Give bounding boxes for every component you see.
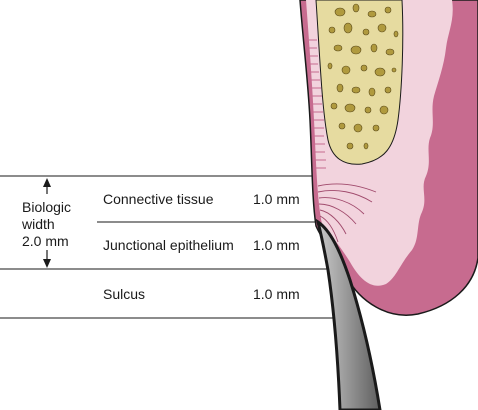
bone-pores	[327, 3, 399, 150]
biologic-width-arrow-down	[43, 250, 51, 268]
zone-label-connective-tissue: Connective tissue	[103, 191, 214, 207]
zone-value-junctional-epithelium: 1.0 mm	[253, 237, 300, 253]
zone-label-junctional-epithelium: Junctional epithelium	[103, 237, 234, 253]
biologic-width-label-line2: width	[22, 216, 55, 232]
biologic-width-arrow-up	[43, 178, 51, 194]
alveolar-bone	[315, 0, 404, 165]
tooth-crown	[315, 218, 382, 410]
biologic-width-label-line3: 2.0 mm	[22, 233, 69, 249]
zone-value-connective-tissue: 1.0 mm	[253, 191, 300, 207]
biologic-width-label-line1: Biologic	[22, 199, 72, 215]
connective-tissue-fibers	[317, 183, 377, 243]
zone-label-sulcus: Sulcus	[103, 286, 146, 302]
zone-value-sulcus: 1.0 mm	[253, 286, 300, 302]
periodontal-ligament	[309, 39, 326, 169]
